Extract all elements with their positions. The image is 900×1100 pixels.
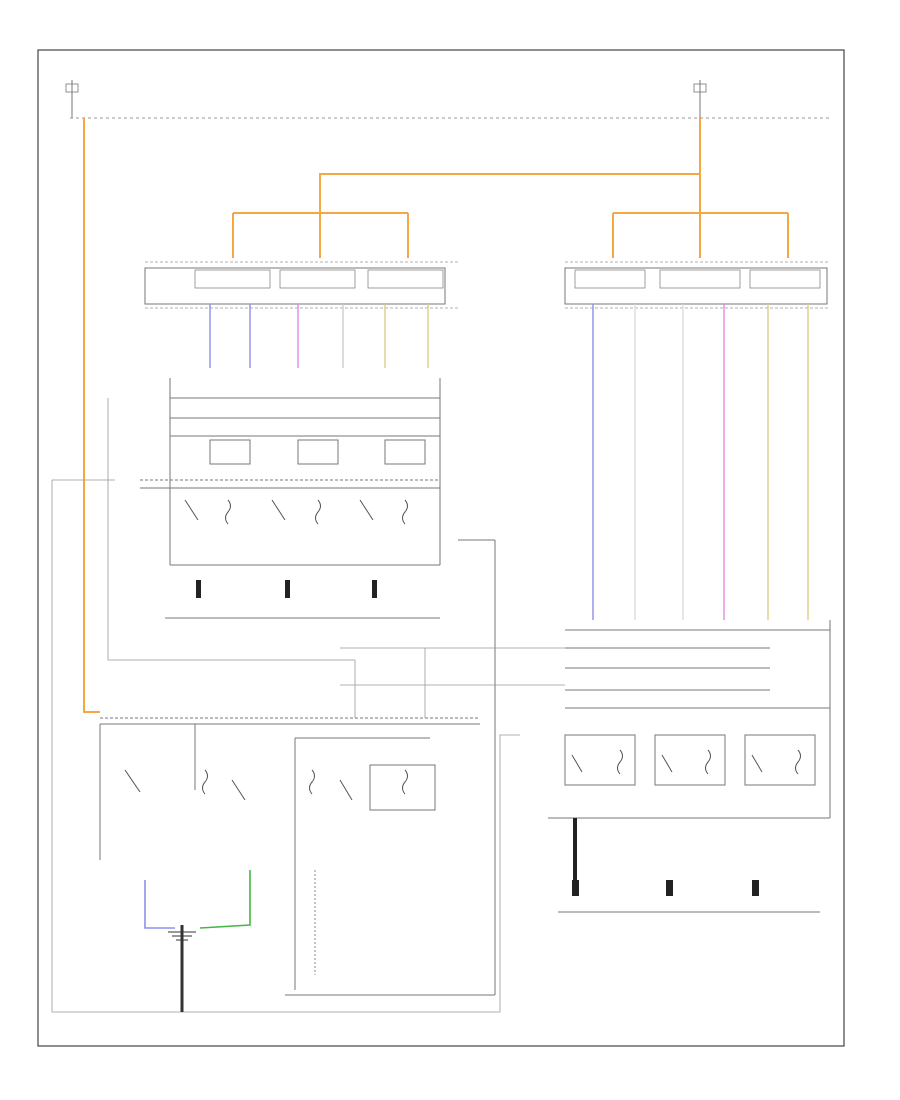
- passenger-heating-elements: [571, 749, 801, 775]
- heating-element-icon: [225, 499, 408, 525]
- switch-icon: [124, 769, 353, 801]
- driver-heater-module: [144, 261, 460, 309]
- driver-connector-row: [165, 580, 440, 619]
- driver-cushion-switch-block: [140, 378, 441, 566]
- driver-heating-elements: [184, 499, 408, 525]
- switch-icon: [184, 499, 374, 521]
- connector-icon: [196, 580, 377, 598]
- interconnect-wires: [51, 398, 565, 1013]
- position-switch-contacts: [124, 769, 408, 801]
- passenger-heater-module: [564, 261, 830, 309]
- passenger-seat-connectors: [558, 818, 820, 913]
- orange-feed-wires: [83, 118, 789, 713]
- power-rail: [65, 80, 830, 119]
- passenger-switch-block: [548, 620, 831, 819]
- driver-signal-wires: [209, 304, 429, 368]
- fuse-icon: [65, 83, 707, 93]
- ground-wires: [144, 870, 316, 1012]
- connector-icon: [572, 880, 759, 896]
- seat-position-switches: [99, 539, 496, 996]
- ground-icon: [168, 931, 196, 941]
- diagram-frame: [37, 49, 845, 1047]
- switch-icon: [571, 754, 763, 773]
- passenger-signal-wires: [592, 304, 809, 620]
- relay-icon: [202, 769, 408, 795]
- heating-element-icon: [617, 749, 801, 775]
